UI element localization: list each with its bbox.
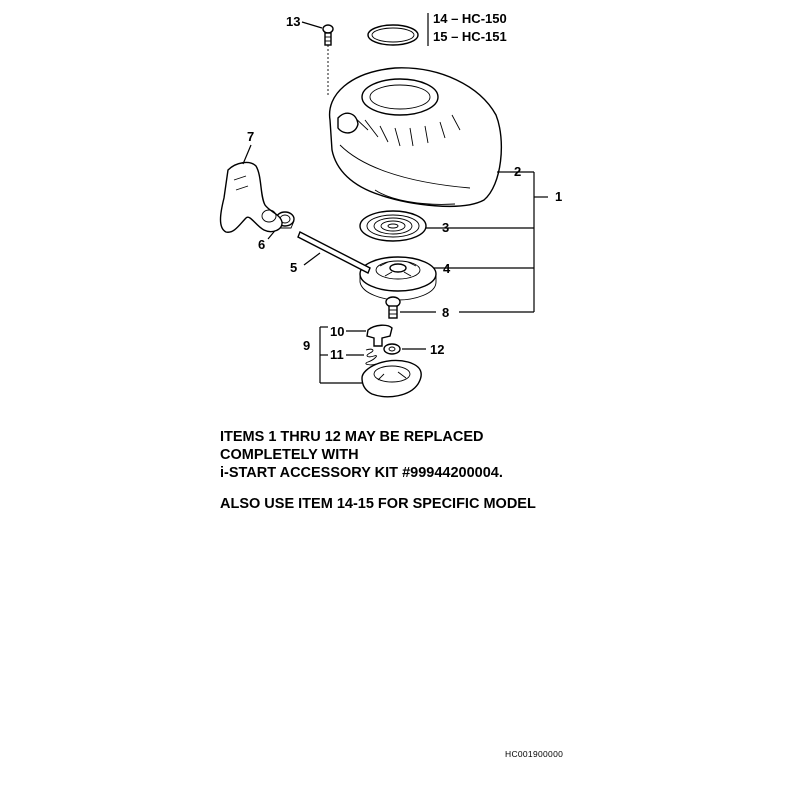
callout-7: 7 bbox=[247, 129, 254, 144]
callout-4: 4 bbox=[443, 261, 451, 276]
leader-13 bbox=[301, 21, 323, 29]
pulley-4 bbox=[359, 256, 437, 301]
callout-5: 5 bbox=[290, 260, 297, 275]
callout-10: 10 bbox=[330, 324, 344, 339]
o-ring-14-15 bbox=[367, 24, 419, 46]
callout-11: 11 bbox=[330, 347, 344, 362]
leader-5 bbox=[303, 252, 321, 266]
washer-12 bbox=[383, 343, 401, 355]
ratchet-9 bbox=[361, 359, 422, 398]
bolt-13 bbox=[322, 24, 334, 96]
note-line-2: COMPLETELY WITH bbox=[220, 447, 359, 463]
callout-9: 9 bbox=[303, 338, 310, 353]
recoil-spring-3 bbox=[359, 210, 427, 242]
bracket-1 bbox=[400, 171, 548, 313]
diagram-code: HC001900000 bbox=[505, 749, 564, 759]
callout-1: 1 bbox=[555, 189, 562, 204]
callout-15: 15 – HC-151 bbox=[433, 29, 507, 44]
note-line-3: i-START ACCESSORY KIT #99944200004. bbox=[220, 465, 503, 481]
starter-housing-2 bbox=[328, 67, 502, 208]
handle-7 bbox=[219, 161, 283, 233]
callout-2: 2 bbox=[514, 164, 521, 179]
pawl-10 bbox=[366, 324, 393, 347]
spring-11 bbox=[365, 348, 377, 366]
callout-8: 8 bbox=[442, 305, 449, 320]
callout-14: 14 – HC-150 bbox=[433, 11, 507, 26]
callout-6: 6 bbox=[258, 237, 265, 252]
leader-7 bbox=[242, 144, 252, 165]
rope-5 bbox=[297, 231, 371, 274]
bracket-9 bbox=[319, 326, 426, 384]
callout-13: 13 bbox=[286, 14, 300, 29]
callout-3: 3 bbox=[442, 220, 449, 235]
screw-8 bbox=[385, 296, 401, 319]
note-line-4: ALSO USE ITEM 14-15 FOR SPECIFIC MODEL bbox=[220, 496, 536, 512]
note-line-1: ITEMS 1 THRU 12 MAY BE REPLACED bbox=[220, 429, 484, 445]
callout-12: 12 bbox=[430, 342, 444, 357]
